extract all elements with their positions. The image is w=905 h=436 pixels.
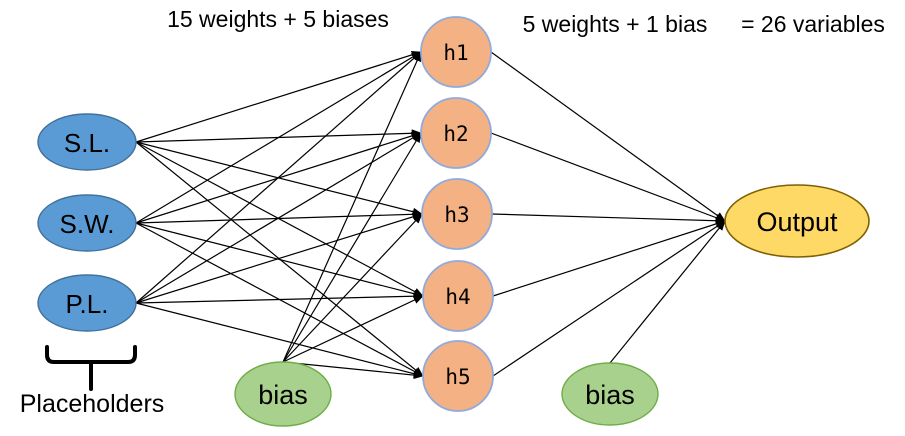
edge-PL-to-h2 <box>135 132 422 304</box>
edge-PL-to-h5 <box>135 302 424 378</box>
edges-layer <box>135 50 726 380</box>
node-h4: h4 <box>422 260 494 332</box>
node-h1: h1 <box>420 16 492 88</box>
edge-bias2-to-out <box>609 220 726 364</box>
edge-bias1-to-h3 <box>282 213 423 363</box>
node-h2-label: h2 <box>443 122 468 146</box>
edge-bias1-to-h4 <box>282 295 424 363</box>
edge-SW-to-h4 <box>135 222 424 298</box>
edge-h3-to-out <box>491 213 726 225</box>
edge-h1-to-out <box>490 51 726 222</box>
placeholders-brace <box>45 345 137 391</box>
caption-output-layer-count: 5 weights + 1 bias <box>522 11 708 37</box>
node-h5: h5 <box>422 340 494 412</box>
node-bias2: bias <box>561 362 659 426</box>
node-h2-shape <box>420 97 492 169</box>
node-PL-shape <box>37 274 137 332</box>
node-bias2-shape <box>561 362 659 426</box>
node-bias1: bias <box>234 361 332 427</box>
edge-SW-to-h1 <box>135 51 422 224</box>
node-h3-shape <box>421 178 493 250</box>
node-out-label: Output <box>756 207 838 237</box>
node-bias1-shape <box>234 361 332 427</box>
node-h2: h2 <box>420 97 492 169</box>
node-bias2-label: bias <box>585 380 635 410</box>
node-PL-label: P.L. <box>66 289 109 319</box>
edge-h4-to-out <box>492 220 726 297</box>
edge-bias1-to-h5 <box>282 361 424 380</box>
node-out-shape <box>724 184 870 258</box>
node-h1-label: h1 <box>443 41 468 65</box>
node-h5-label: h5 <box>445 365 470 389</box>
edge-PL-to-h3 <box>135 212 423 304</box>
node-h3: h3 <box>421 178 493 250</box>
brace-bar <box>45 345 137 364</box>
node-h4-label: h4 <box>445 285 470 309</box>
node-h3-label: h3 <box>444 203 469 227</box>
node-h5-shape <box>422 340 494 412</box>
node-h4-shape <box>422 260 494 332</box>
edge-bias1-to-h1 <box>282 51 422 363</box>
node-SW-label: S.W. <box>60 209 115 239</box>
node-bias1-label: bias <box>258 380 308 410</box>
node-SL-label: S.L. <box>64 128 110 158</box>
placeholders-label: Placeholders <box>19 390 165 418</box>
edge-PL-to-h4 <box>135 292 424 304</box>
node-out: Output <box>724 184 870 258</box>
nodes-layer: S.L. S.W. P.L. h1 h2 h3 h4 h5 bias bias Output <box>37 16 870 427</box>
edge-SL-to-h1 <box>135 50 422 143</box>
node-SL: S.L. <box>37 113 137 171</box>
edge-bias1-to-h2 <box>282 132 422 363</box>
caption-total-variables: = 26 variables <box>741 11 885 37</box>
edge-PL-to-h1 <box>135 51 422 304</box>
node-PL: P.L. <box>37 274 137 332</box>
node-SW: S.W. <box>37 194 137 252</box>
edge-h2-to-out <box>490 132 726 222</box>
edge-h5-to-out <box>492 220 726 377</box>
edge-SW-to-h3 <box>135 210 423 224</box>
node-SL-shape <box>37 113 137 171</box>
caption-hidden-layer-count: 15 weights + 5 biases <box>167 6 389 32</box>
node-h1-shape <box>420 16 492 88</box>
node-SW-shape <box>37 194 137 252</box>
